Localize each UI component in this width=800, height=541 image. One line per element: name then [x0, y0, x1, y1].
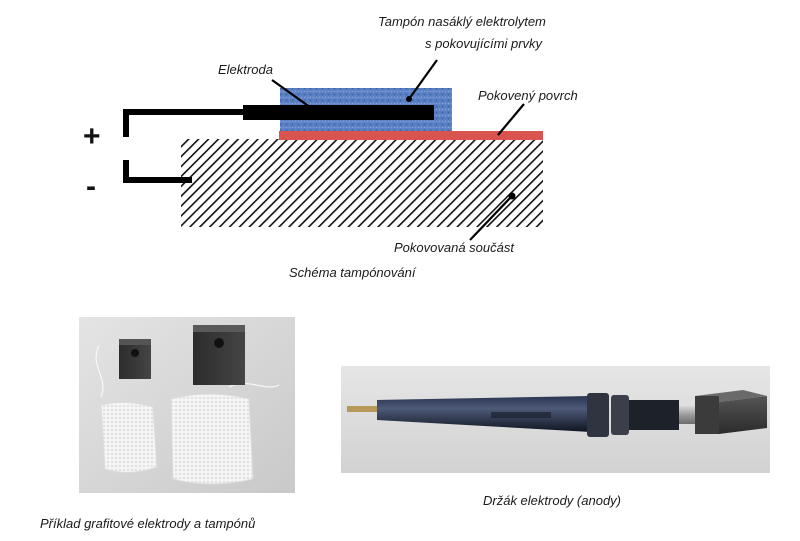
- caption-electrodes-tampons: Příklad grafitové elektrody a tampónů: [40, 516, 256, 531]
- leader-tampon: [408, 59, 438, 100]
- large-tampon: [170, 393, 254, 485]
- workpiece: [181, 139, 543, 227]
- negative-wire: [123, 160, 192, 183]
- label-tampon-line2: s pokovujícími prvky: [425, 36, 543, 51]
- leader-coating: [497, 103, 525, 136]
- plus-sign: +: [83, 120, 101, 153]
- graphite-anode-block: [695, 390, 767, 434]
- large-graphite-electrode: [193, 325, 245, 385]
- label-pokovovana-soucast: Pokovovaná součást: [394, 240, 514, 255]
- photo-electrode-holder: [341, 366, 770, 473]
- small-tampon: [100, 401, 158, 473]
- label-elektroda: Elektroda: [218, 62, 273, 77]
- minus-sign: -: [86, 170, 96, 203]
- caption-electrode-holder: Držák elektrody (anody): [483, 493, 621, 508]
- connector-pin: [347, 406, 381, 412]
- leader-elektroda: [271, 79, 315, 111]
- photo-electrodes-tampons: [79, 317, 295, 493]
- label-pokoveny-povrch: Pokovený povrch: [478, 88, 578, 103]
- schema-caption: Schéma tampónování: [289, 265, 416, 280]
- plated-surface: [279, 131, 543, 140]
- electrode-bar: [243, 105, 434, 120]
- small-graphite-electrode: [119, 339, 151, 379]
- leader-workpiece: [469, 195, 513, 241]
- holder-handle: [377, 396, 591, 432]
- positive-wire: [123, 109, 243, 137]
- holder-collar: [587, 393, 609, 437]
- label-tampon-line1: Tampón nasáklý elektrolytem: [378, 14, 546, 29]
